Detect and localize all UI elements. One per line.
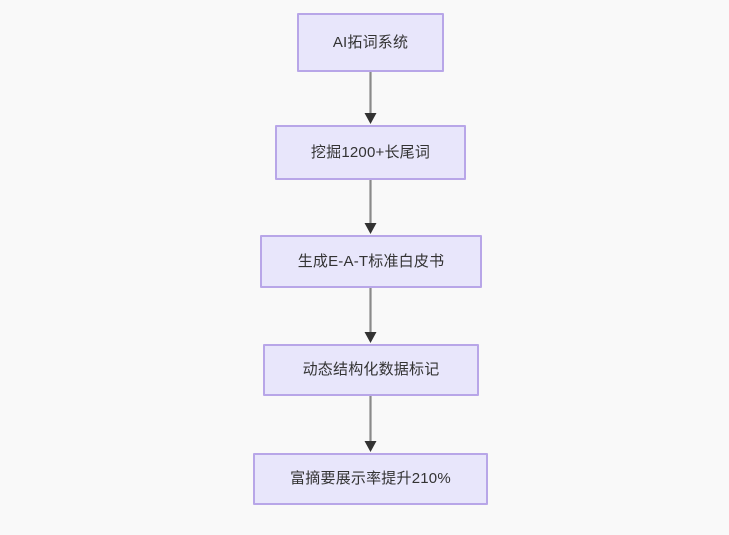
flow-node-label: 富摘要展示率提升210% [290, 470, 451, 487]
edge-node-4-to-node-5 [364, 396, 377, 452]
flow-node-label: 生成E-A-T标准白皮书 [297, 252, 445, 270]
flow-node-mine-longtail-keywords[interactable]: 挖掘1200+长尾词 [275, 125, 466, 180]
flow-node-label: 动态结构化数据标记 [302, 361, 440, 378]
flow-node-generate-eat-whitepaper[interactable]: 生成E-A-T标准白皮书 [260, 235, 482, 288]
edge-node-1-to-node-2 [364, 72, 377, 124]
flow-node-dynamic-structured-data-markup[interactable]: 动态结构化数据标记 [263, 344, 479, 396]
flow-node-ai-keyword-system[interactable]: AI拓词系统 [297, 13, 444, 72]
flow-node-rich-snippet-impression-uplift[interactable]: 富摘要展示率提升210% [253, 453, 488, 505]
flow-node-label: AI拓词系统 [332, 33, 409, 51]
edge-node-2-to-node-3 [364, 180, 377, 234]
edge-node-3-to-node-4 [364, 288, 377, 343]
flow-node-label: 挖掘1200+长尾词 [310, 143, 431, 161]
